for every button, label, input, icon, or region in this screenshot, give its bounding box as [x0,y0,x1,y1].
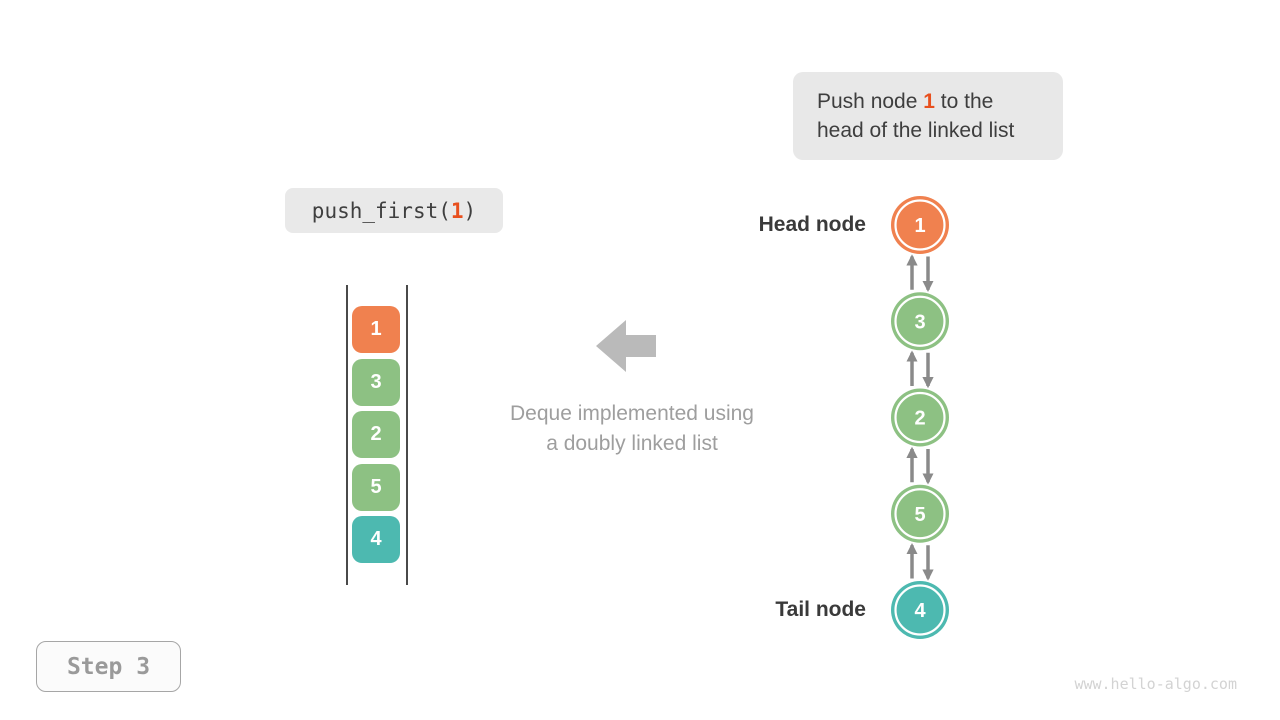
deque-strip: 1 3 2 5 4 [346,285,408,585]
left-block-arrow-icon [596,320,656,372]
node-inner-ring [894,488,946,540]
tail-node-label: Tail node [775,598,866,621]
push-annotation-box: Push node 1 to the head of the linked li… [793,72,1063,160]
watermark: www.hello-algo.com [1074,675,1237,693]
node-circle [891,292,949,351]
deque-caption: Deque implemented using a doubly linked … [472,399,792,459]
node-value: 5 [914,504,925,526]
code-text: ) [463,198,477,223]
deque-caption-line2: a doubly linked list [546,432,718,455]
node-inner-ring [894,584,946,636]
node-value: 2 [914,408,925,430]
push-annotation-line1: Push node 1 to the [817,87,1063,116]
list-node: 4 [891,581,949,639]
list-node: 5 [891,484,949,543]
annotation-text: Push node [817,90,924,113]
code-text: push_first( [311,198,451,223]
step-indicator: Step 3 [36,641,181,692]
deque-item: 3 [352,358,400,406]
push-annotation-line2: head of the linked list [817,119,1015,142]
deque-item: 1 [352,306,400,353]
node-circle [891,196,949,254]
list-node: 1 [891,196,949,254]
list-node: 3 [891,292,949,351]
annotation-text: to the [934,90,994,113]
code-highlight-value: 1 [450,198,464,223]
node-value: 3 [914,311,925,333]
deque-item: 2 [352,411,400,458]
node-value: 1 [914,215,925,237]
node-inner-ring [894,199,946,251]
node-circle [891,581,949,639]
deque-item: 4 [352,516,400,563]
left-block-arrow-shape [596,320,656,372]
node-value: 4 [914,600,926,622]
node-circle [891,484,949,543]
deque-caption-line1: Deque implemented using [510,402,754,425]
node-circle [891,388,949,447]
head-node-label: Head node [758,213,866,236]
list-node: 2 [891,388,949,447]
annotation-highlight-value: 1 [923,90,935,113]
deque-item: 5 [352,463,400,511]
linked-list-svg: 1 3 2 5 4 [891,196,949,639]
code-call-box: push_first(1) [285,188,503,233]
node-inner-ring [894,295,946,347]
node-inner-ring [894,391,946,444]
